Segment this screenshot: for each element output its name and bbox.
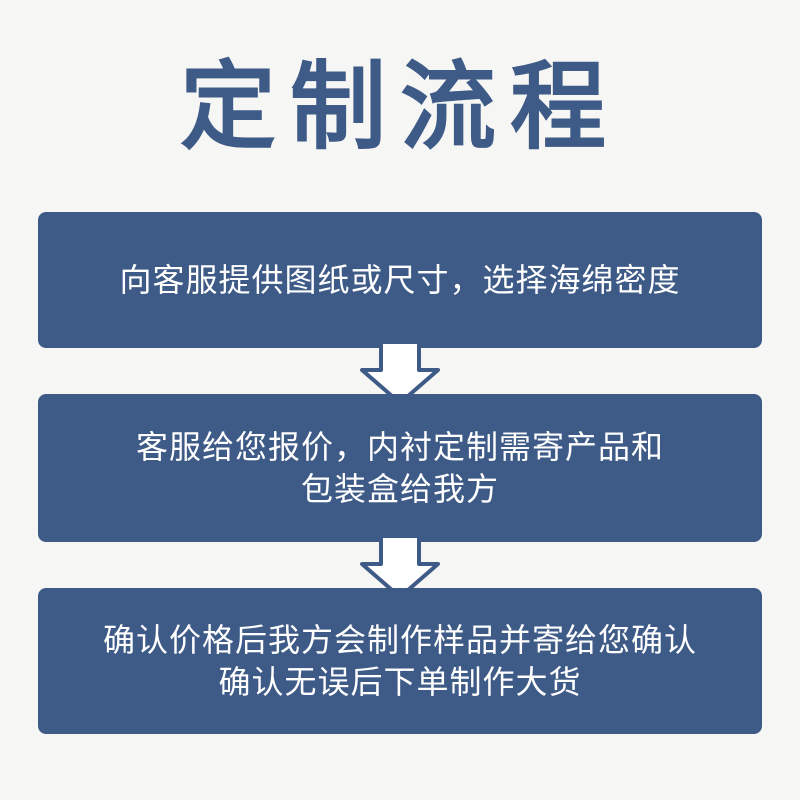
- step-box-1: 向客服提供图纸或尺寸，选择海绵密度: [38, 212, 762, 348]
- step-box-3: 确认价格后我方会制作样品并寄给您确认 确认无误后下单制作大货: [38, 588, 762, 734]
- step-3-line-2: 确认无误后下单制作大货: [218, 663, 582, 701]
- step-3-line-1: 确认价格后我方会制作样品并寄给您确认: [102, 621, 697, 659]
- step-text-1: 向客服提供图纸或尺寸，选择海绵密度: [119, 259, 680, 301]
- step-text-3: 确认价格后我方会制作样品并寄给您确认 确认无误后下单制作大货: [103, 619, 697, 703]
- down-arrow-icon: [360, 534, 440, 599]
- step-2-line-1: 客服给您报价，内衬定制需寄产品和: [135, 428, 664, 466]
- down-arrow-icon: [360, 340, 440, 405]
- step-box-2: 客服给您报价，内衬定制需寄产品和 包装盒给我方: [38, 394, 762, 542]
- step-text-2: 客服给您报价，内衬定制需寄产品和 包装盒给我方: [136, 426, 664, 510]
- step-2-line-2: 包装盒给我方: [300, 470, 499, 508]
- step-1-line-1: 向客服提供图纸或尺寸，选择海绵密度: [119, 261, 681, 299]
- page-title: 定制流程: [180, 51, 620, 163]
